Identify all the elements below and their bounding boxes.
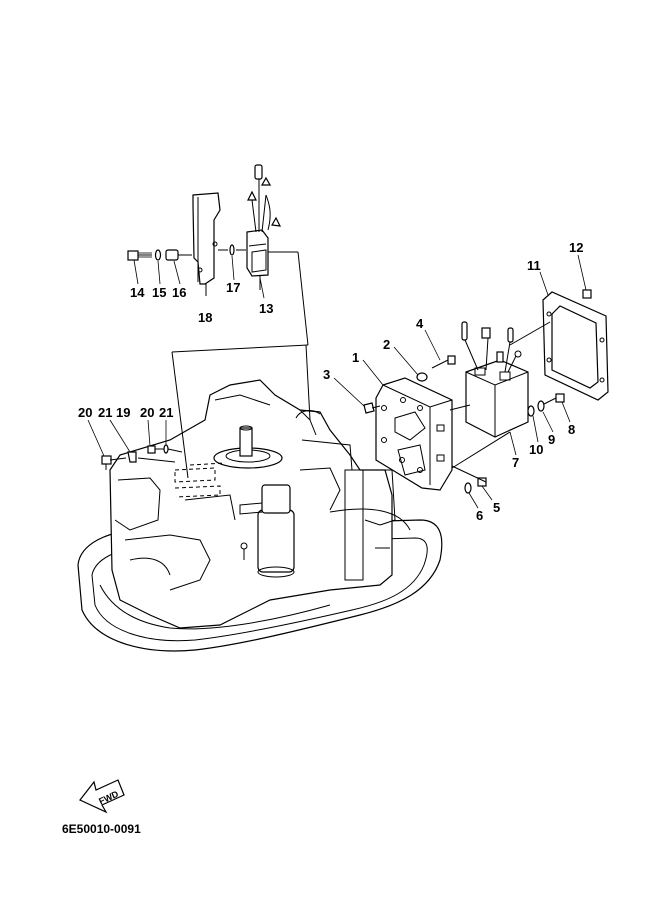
callout-5: 5	[493, 500, 500, 515]
small-fasteners-left	[101, 444, 183, 470]
callout-15: 15	[152, 285, 166, 300]
callout-9: 9	[548, 432, 555, 447]
callout-labels: 1 2 3 4 5 6 7 8 9 10 11 12 13 14 15 16 1…	[78, 240, 583, 523]
callout-8: 8	[568, 422, 575, 437]
callout-21: 21	[98, 405, 112, 420]
leader-lines	[87, 254, 587, 509]
callout-11: 11	[527, 258, 541, 273]
callout-7: 7	[512, 455, 519, 470]
drawing-code: 6E50010-0091	[62, 822, 141, 836]
callout-14: 14	[130, 285, 145, 300]
callout-18: 18	[198, 310, 212, 325]
callout-4: 4	[416, 316, 424, 331]
callout-3: 3	[323, 367, 330, 382]
connection-lines	[171, 251, 311, 479]
callout-2: 2	[383, 337, 390, 352]
callout-20: 20	[78, 405, 92, 420]
callout-16: 16	[172, 285, 186, 300]
callout-20-right: 20	[140, 405, 154, 420]
callout-17: 17	[226, 280, 240, 295]
callout-1: 1	[352, 350, 359, 365]
engine-and-lower-cowling	[77, 379, 443, 652]
bracket-assembly	[127, 164, 282, 296]
callout-13: 13	[259, 301, 273, 316]
callout-12: 12	[569, 240, 583, 255]
fwd-arrow: FWD	[79, 779, 125, 814]
callout-19: 19	[116, 405, 130, 420]
callout-10: 10	[529, 442, 543, 457]
callout-21-right: 21	[159, 405, 173, 420]
callout-6: 6	[476, 508, 483, 523]
ignition-unit-assembly	[363, 289, 609, 494]
